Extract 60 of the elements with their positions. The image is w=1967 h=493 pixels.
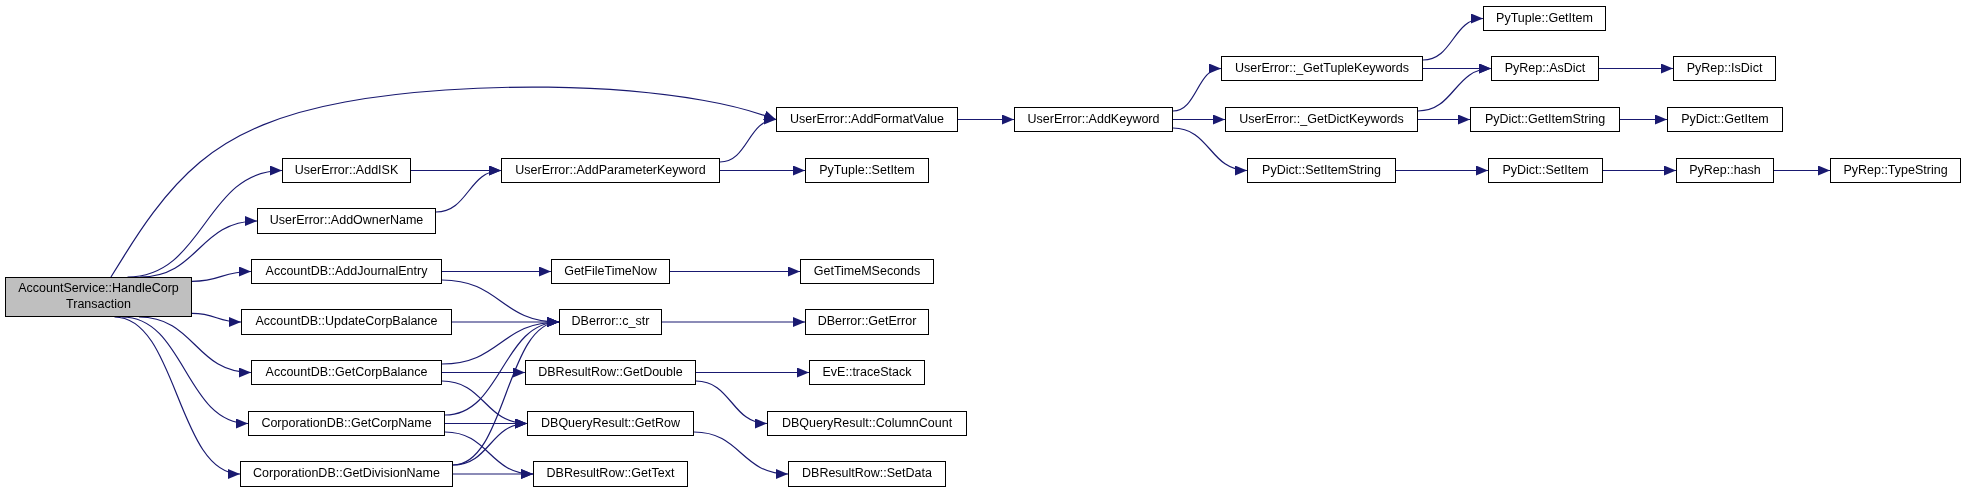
function-box: DBQueryResult::ColumnCount	[767, 411, 967, 436]
arrow	[669, 266, 801, 277]
arrow	[957, 114, 1015, 125]
arrow	[1602, 165, 1677, 176]
arrow	[1395, 165, 1489, 176]
function-box: UserError::AddOwnerName	[257, 208, 436, 234]
function-box: PyTuple::GetItem	[1483, 6, 1606, 31]
function-box: UserError::_GetTupleKeywords	[1221, 56, 1423, 81]
function-box: AccountDB::UpdateCorpBalance	[241, 309, 452, 335]
arrow	[1598, 63, 1674, 74]
arrow	[719, 165, 806, 176]
function-box: PyDict::SetItem	[1488, 158, 1603, 183]
arrow	[191, 312, 242, 327]
arrow	[452, 469, 534, 479]
function-box: PyDict::SetItemString	[1247, 158, 1396, 183]
arrow	[441, 367, 526, 378]
function-box: PyRep::hash	[1676, 158, 1774, 183]
arrow	[695, 380, 768, 428]
arrow	[1172, 114, 1226, 125]
function-box: PyDict::GetItem	[1667, 107, 1783, 132]
arrow	[441, 266, 552, 277]
arrow	[435, 166, 502, 213]
function-box: AccountService::HandleCorp Transaction	[5, 277, 192, 317]
function-box: UserError::AddISK	[282, 158, 411, 183]
function-box: AccountDB::GetCorpBalance	[251, 360, 442, 385]
arrow	[452, 419, 528, 466]
function-box: DBerror::c_str	[559, 309, 662, 335]
function-box: EvE::traceStack	[809, 360, 925, 385]
arrow	[191, 266, 252, 282]
function-box: DBerror::GetError	[805, 309, 929, 335]
function-box: DBResultRow::GetDouble	[525, 360, 696, 385]
arrow	[1422, 14, 1484, 61]
arrow	[1172, 65, 1222, 112]
arrow	[695, 367, 810, 378]
function-box: UserError::AddFormatValue	[776, 107, 958, 132]
arrow	[1417, 114, 1471, 125]
function-box: PyRep::TypeString	[1830, 158, 1961, 183]
arrow	[1619, 114, 1668, 125]
function-box: GetFileTimeNow	[551, 259, 670, 284]
function-box: PyTuple::SetItem	[805, 158, 929, 183]
arrow	[110, 86, 777, 278]
function-box: PyDict::GetItemString	[1470, 107, 1620, 132]
function-box: DBResultRow::GetText	[533, 461, 688, 487]
arrow	[1773, 165, 1831, 176]
function-box: DBResultRow::SetData	[788, 461, 946, 487]
function-box: CorporationDB::GetDivisionName	[240, 461, 453, 487]
function-box: AccountDB::AddJournalEntry	[251, 259, 442, 284]
function-box: DBQueryResult::GetRow	[527, 411, 694, 436]
function-box: PyRep::AsDict	[1491, 56, 1599, 81]
function-box: GetTimeMSeconds	[800, 259, 934, 284]
function-box: CorporationDB::GetCorpName	[248, 411, 445, 436]
function-box: UserError::AddKeyword	[1014, 107, 1173, 132]
arrow	[719, 116, 777, 163]
arrow	[693, 431, 789, 479]
function-box: UserError::_GetDictKeywords	[1225, 107, 1418, 132]
arrow	[1172, 127, 1248, 175]
function-box: UserError::AddParameterKeyword	[501, 158, 720, 183]
arrow	[1417, 64, 1492, 112]
function-box: PyRep::IsDict	[1673, 56, 1776, 81]
arrow	[661, 317, 806, 327]
